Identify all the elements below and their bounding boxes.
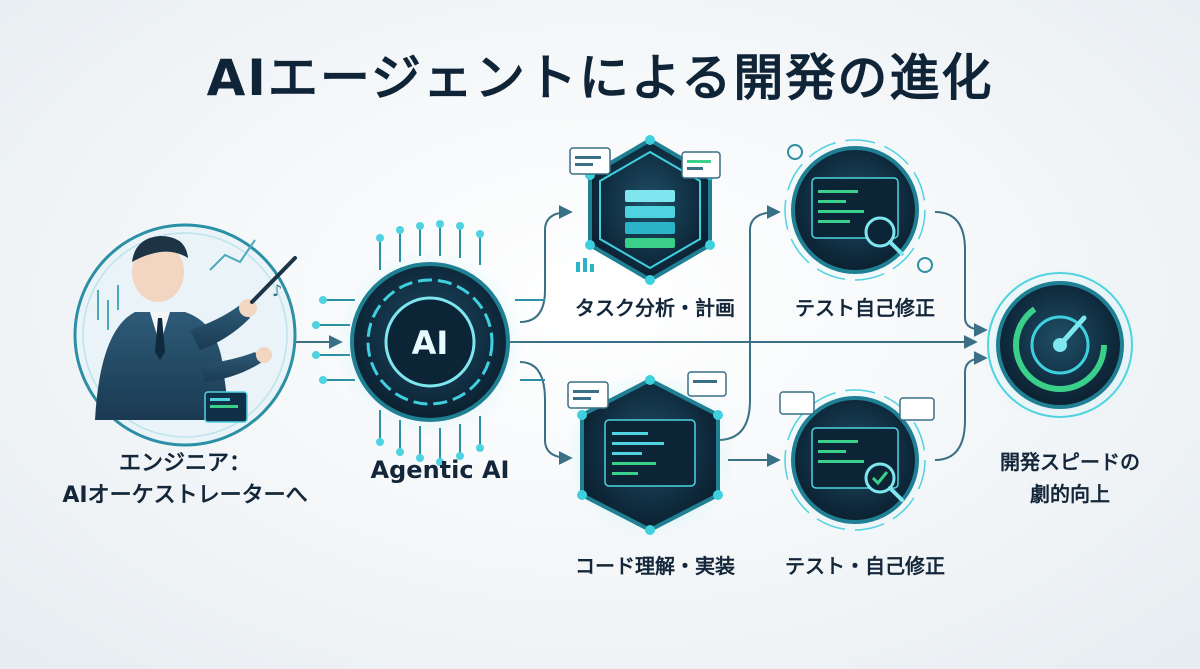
task-analysis-label: タスク分析・計画 xyxy=(575,296,735,320)
ai-badge: AI xyxy=(412,324,449,362)
agentic-ai-node: AI xyxy=(312,220,545,466)
agentic-ai-label: Agentic AI xyxy=(370,456,510,484)
engineer-label-line2: AIオーケストレーターへ xyxy=(62,483,308,508)
test-self-fix-node-bottom xyxy=(779,388,935,532)
engineer-label: エンジニア： AIオーケストレーターへ xyxy=(20,448,350,512)
test-self-fix-label-bottom: テスト・自己修正 xyxy=(785,554,945,578)
engineer-illustration: ♪ xyxy=(73,223,297,447)
code-implementation-node xyxy=(565,370,735,540)
page-title: AIエージェントによる開発の進化 xyxy=(206,49,994,107)
speed-label: 開発スピードの 劇的向上 xyxy=(955,446,1185,510)
test-self-fix-label-top: テスト自己修正 xyxy=(795,296,935,320)
test-self-fix-node-top xyxy=(783,138,933,282)
speed-label-line2: 劇的向上 xyxy=(1030,482,1110,506)
speed-gauge-node xyxy=(980,265,1140,425)
connector-lines xyxy=(270,205,988,467)
engineer-label-line1: エンジニア： xyxy=(118,451,251,476)
code-implementation-label: コード理解・実装 xyxy=(575,554,735,578)
svg-text:♪: ♪ xyxy=(272,281,282,300)
speed-label-line1: 開発スピードの xyxy=(1000,450,1140,474)
task-analysis-node xyxy=(569,135,721,285)
